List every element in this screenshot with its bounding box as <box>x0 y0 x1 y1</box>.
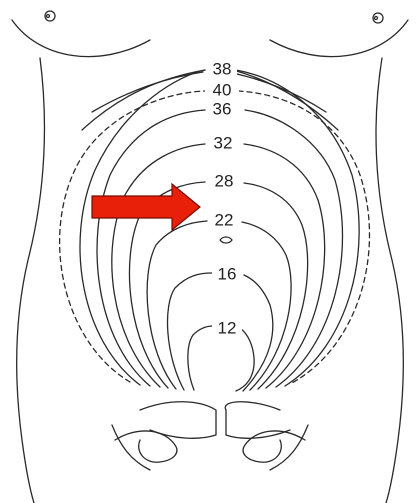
red-arrow-icon <box>92 184 200 230</box>
umbilicus <box>220 237 232 243</box>
week-label-28: 28 <box>215 171 234 190</box>
week-label-36: 36 <box>213 99 232 118</box>
week-label-40: 40 <box>213 80 232 99</box>
week-labels: 38 40 36 32 28 22 16 12 <box>205 59 242 339</box>
pelvis-outline <box>112 402 308 470</box>
week-label-32: 32 <box>214 133 233 152</box>
week-label-12: 12 <box>218 318 237 337</box>
week-label-22: 22 <box>215 210 234 229</box>
week-label-38: 38 <box>213 59 232 78</box>
week-label-16: 16 <box>218 264 237 283</box>
